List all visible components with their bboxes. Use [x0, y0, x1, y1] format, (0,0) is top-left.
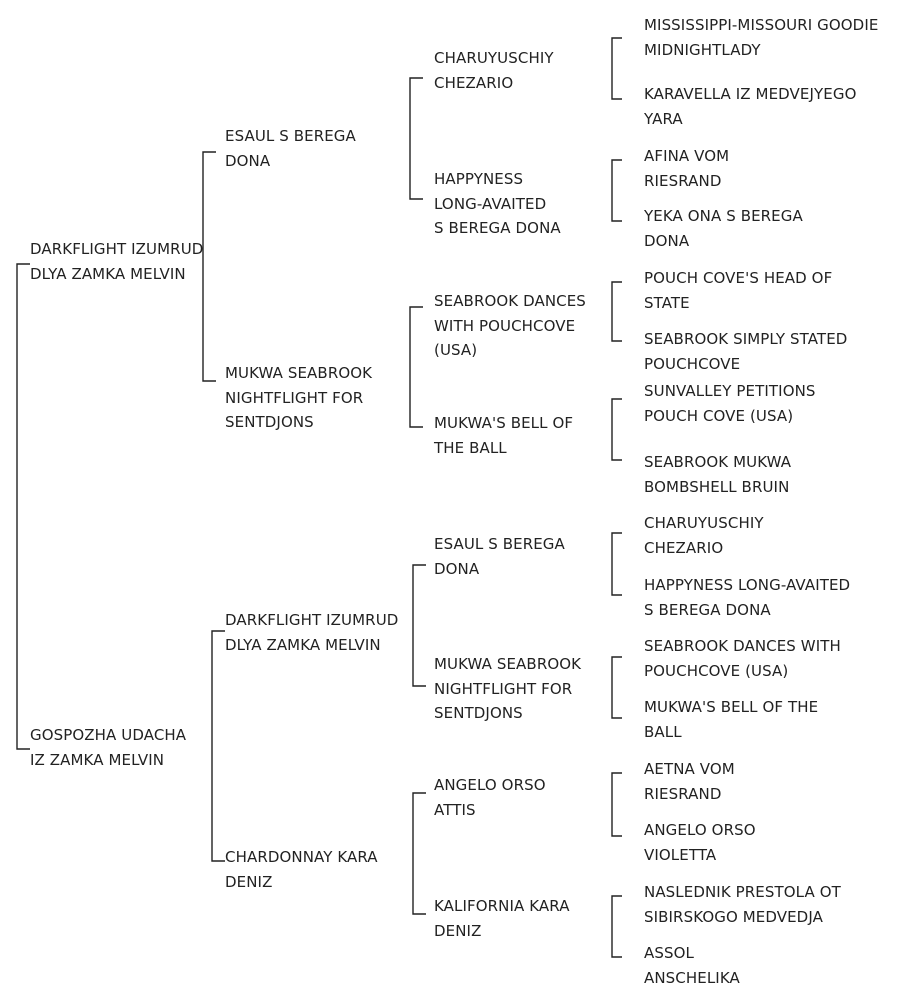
bracket-line	[409, 77, 423, 200]
bracket-line	[611, 37, 622, 100]
bracket-line	[211, 630, 225, 862]
bracket-line	[611, 656, 622, 719]
bracket-line	[202, 151, 216, 382]
bracket-line	[16, 263, 30, 750]
bracket-line	[412, 792, 426, 915]
bracket-line	[611, 281, 622, 342]
bracket-line	[409, 306, 423, 428]
bracket-line	[611, 772, 622, 837]
bracket-line	[412, 564, 426, 687]
bracket-line	[611, 895, 622, 958]
bracket-line	[611, 159, 622, 222]
bracket-line	[611, 398, 622, 461]
bracket-line	[611, 532, 622, 596]
